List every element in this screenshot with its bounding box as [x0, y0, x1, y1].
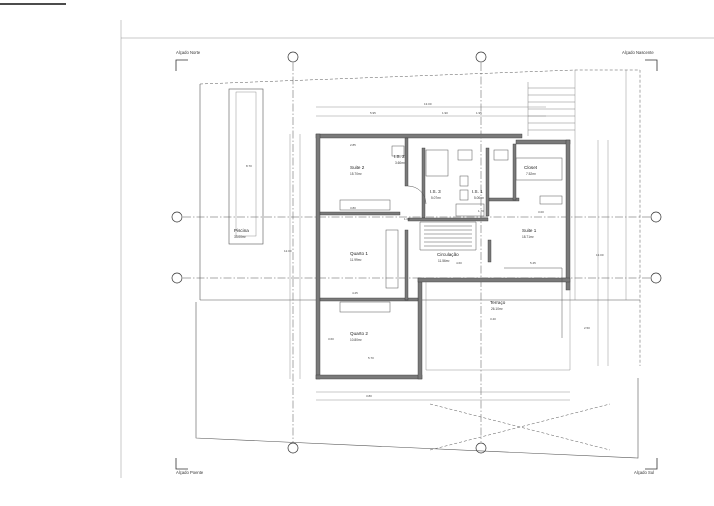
dim-d18: 1.70 — [478, 209, 484, 213]
sheet-border — [120, 20, 714, 478]
dim-d2: 1.90 — [442, 111, 448, 115]
dim-d11: 3.40 — [490, 317, 496, 321]
room-quarto2-area: 10.80m² — [350, 338, 362, 342]
exterior-stairs — [527, 82, 575, 136]
dim-d7: 5.45 — [530, 261, 536, 265]
room-is1-area: 5.00m² — [474, 196, 484, 200]
room-labels: Suite 2 15.70m² I.S. 2 3.60m² I.S. 3 5.0… — [234, 154, 538, 342]
room-is1-name: I.S. 1 — [472, 189, 483, 194]
room-quarto1-area: 11.99m² — [350, 258, 361, 262]
corner-brackets — [175, 59, 658, 470]
dim-d12: 12.00 — [284, 249, 292, 253]
room-is3-area: 5.07m² — [431, 196, 441, 200]
axis-lines — [183, 63, 650, 442]
dim-d10: 3.80 — [366, 394, 372, 398]
top-dimensions: 13.00 5.95 1.90 1.95 — [316, 102, 546, 117]
dim-d16: 2.85 — [350, 143, 356, 147]
room-piscina-name: Piscina — [234, 228, 249, 233]
dim-d8: 4.60 — [456, 261, 462, 265]
dim-total-width: 13.00 — [424, 102, 432, 106]
room-quarto2-name: Quarto 2 — [350, 331, 368, 336]
room-suite2-name: Suite 2 — [350, 165, 365, 170]
dim-d1: 5.95 — [370, 111, 376, 115]
side-dimension-ticks — [289, 134, 609, 401]
dim-d19: 2.50 — [584, 326, 590, 330]
room-closet-name: Closet — [524, 165, 538, 170]
dim-d17: 3.60 — [328, 337, 334, 341]
room-terraco-name: Terraço — [490, 300, 506, 305]
dim-d14: 8.70 — [246, 164, 252, 168]
room-suite2-area: 15.70m² — [350, 172, 362, 176]
room-quarto1-name: Quarto 1 — [350, 251, 368, 256]
pool — [228, 88, 264, 245]
dim-d15: 1.00 — [404, 217, 410, 221]
room-terraco-area: 26.10m² — [491, 307, 503, 311]
elevation-south-label: Alçado Sul — [634, 470, 654, 475]
dim-d13: 13.00 — [596, 253, 604, 257]
dim-d3: 1.95 — [476, 111, 482, 115]
room-suite1-area: 18.71m² — [522, 235, 534, 239]
dim-d9: 5.70 — [368, 356, 374, 360]
axis-markers — [171, 51, 662, 454]
dim-d5: 4.25 — [352, 291, 358, 295]
room-closet-area: 7.52m² — [526, 172, 536, 176]
elevation-north-label: Alçado Norte — [176, 50, 201, 55]
interior-fixtures — [339, 145, 563, 338]
dimension-labels: 3.80 4.25 3.00 5.45 4.60 5.70 3.80 3.40 … — [246, 143, 604, 398]
room-is2-name: I.S. 2 — [394, 154, 405, 159]
room-circulacao-name: Circulação — [437, 252, 459, 257]
elevation-east-label: Alçado Nascente — [622, 50, 654, 55]
elevation-west-label: Alçado Poente — [176, 470, 204, 475]
room-is3-name: I.S. 3 — [430, 189, 441, 194]
dim-d6: 3.00 — [538, 210, 544, 214]
room-is2-area: 3.60m² — [395, 161, 405, 165]
building-walls — [315, 133, 571, 380]
terrace-outline — [425, 282, 611, 451]
room-circulacao-area: 11.56m² — [438, 259, 449, 263]
room-piscina-area: 33.00m² — [234, 235, 246, 239]
dim-d4: 3.80 — [350, 206, 356, 210]
room-suite1-name: Suite 1 — [522, 228, 537, 233]
